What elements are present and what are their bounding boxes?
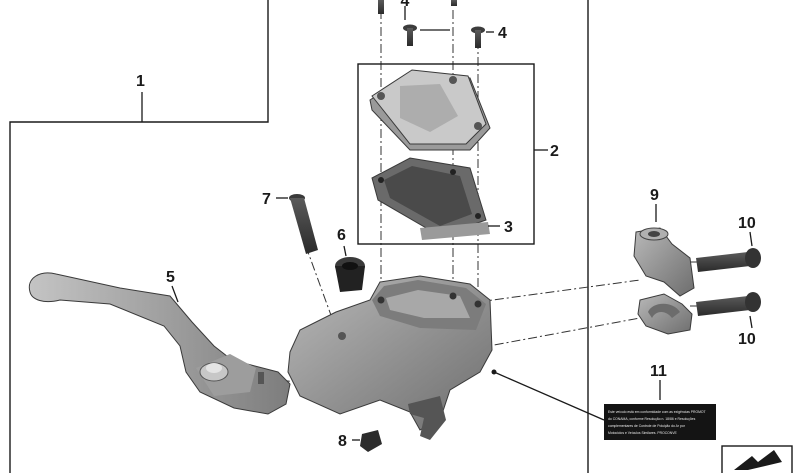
next-page-arrow-icon[interactable] <box>721 445 793 473</box>
callout-4-left: 4 <box>401 0 410 10</box>
clamp-bolt-part <box>696 248 761 316</box>
cover-kit-frame <box>357 63 535 245</box>
callout-numbers: 1 2 3 4 4 5 6 7 8 9 10 10 11 <box>136 0 756 450</box>
leader-lines <box>141 6 753 441</box>
callout-9: 9 <box>650 187 659 204</box>
label-line-3: complementares de Controle de Poluição d… <box>608 424 686 428</box>
callout-8: 8 <box>338 433 347 450</box>
diaphragm-part <box>371 157 490 240</box>
callout-1: 1 <box>136 73 145 90</box>
callout-10-bottom: 10 <box>738 331 756 348</box>
master-cylinder-body-part <box>287 275 493 440</box>
callout-3: 3 <box>504 219 513 236</box>
handlebar-clamp-part <box>633 227 695 335</box>
rubber-boot-part <box>335 257 365 292</box>
screw-part <box>378 0 485 48</box>
callout-2: 2 <box>550 143 559 160</box>
emissions-label-part: Este veículo está em conformidade com as… <box>604 404 716 440</box>
callout-4-right: 4 <box>498 25 507 42</box>
nut-part <box>360 430 382 452</box>
pivot-pin-part <box>289 194 318 254</box>
callout-10-top: 10 <box>738 215 756 232</box>
brake-lever-part <box>28 272 291 415</box>
callout-5: 5 <box>166 269 175 286</box>
callout-11: 11 <box>650 363 667 380</box>
callout-6: 6 <box>337 227 346 244</box>
label-line-1: Este veículo está em conformidade com as… <box>608 410 706 414</box>
callout-7: 7 <box>262 191 271 208</box>
assembly-frame <box>9 0 589 473</box>
reservoir-cover-part <box>369 69 491 151</box>
label-line-2: do CONAMA, conforme Resolução n. 18/86 e… <box>608 417 696 421</box>
label-line-4: Motociclos e Veículos Similares. PROCONV… <box>608 431 678 435</box>
